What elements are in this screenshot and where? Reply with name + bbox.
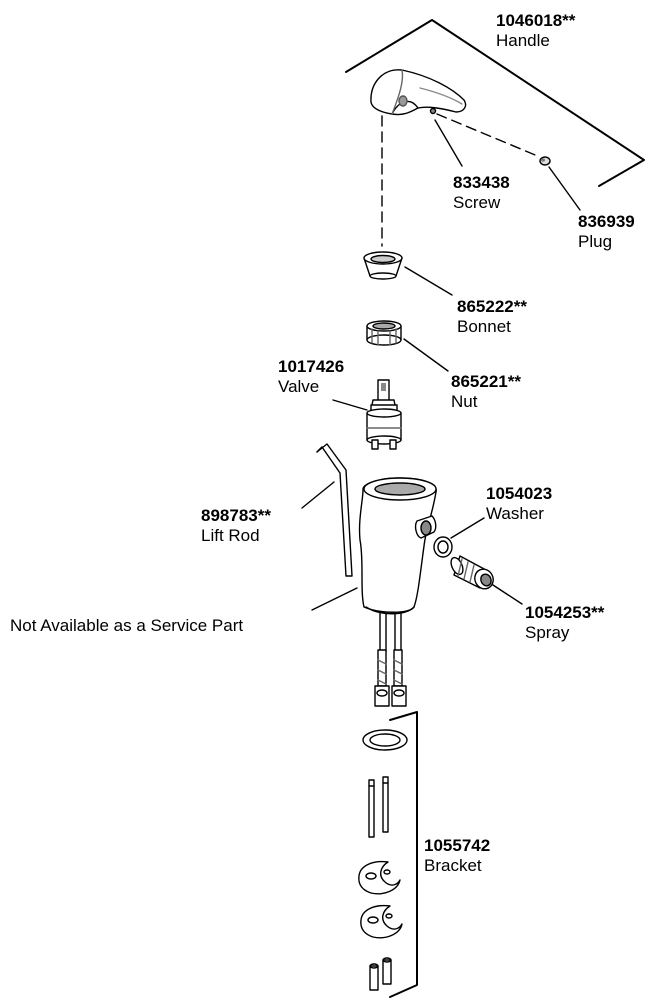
nut-leader — [403, 338, 449, 372]
part-name: Nut — [451, 392, 478, 411]
part-number: 1046018** — [496, 11, 576, 30]
valve-drawing — [366, 379, 402, 450]
bonnet-drawing — [363, 251, 403, 280]
bracket-studs-drawing — [368, 776, 389, 838]
part-number: 898783** — [201, 506, 271, 525]
washer-drawing — [433, 536, 453, 558]
label-bonnet: 865222** Bonnet — [457, 297, 527, 337]
bracket-spacers-drawing — [369, 957, 392, 991]
plug-leader — [548, 166, 581, 211]
label-handle: 1046018** Handle — [496, 11, 575, 51]
handle-drawing — [370, 69, 467, 116]
part-number: 836939 — [578, 212, 635, 231]
part-name: Bracket — [424, 856, 482, 875]
bracket-plates-drawing — [358, 860, 403, 939]
part-name: Plug — [578, 232, 613, 251]
part-name: Lift Rod — [201, 526, 260, 545]
lift-rod-drawing — [316, 443, 353, 577]
nut-drawing — [366, 320, 402, 346]
bracket-group-bracket — [389, 711, 418, 998]
faucet-body-drawing — [358, 477, 437, 615]
washer-leader — [450, 517, 485, 539]
part-number: 865221** — [451, 372, 521, 391]
screw-drawing — [429, 107, 437, 115]
spray-drawing — [450, 555, 494, 590]
label-valve: 1017426 Valve — [278, 357, 344, 397]
part-number: 833438 — [453, 173, 510, 192]
body-note-leader — [311, 587, 358, 611]
label-lift-rod: 898783** Lift Rod — [201, 506, 271, 546]
screw-leader — [434, 119, 463, 167]
part-name: Screw — [453, 193, 501, 212]
part-name: Spray — [525, 623, 570, 642]
part-number: 1054023 — [486, 484, 553, 503]
valve-leader — [332, 399, 368, 411]
screw-plug-axis-line — [436, 113, 541, 158]
part-number: 1055742 — [424, 836, 491, 855]
part-name: Handle — [496, 31, 550, 50]
lift-rod-leader — [301, 481, 335, 509]
label-bracket: 1055742 Bracket — [424, 836, 490, 876]
part-name: Washer — [486, 504, 544, 523]
part-name: Bonnet — [457, 317, 511, 336]
body-note: Not Available as a Service Part — [10, 616, 244, 635]
bonnet-leader — [404, 266, 453, 296]
handle-group-bracket — [345, 19, 645, 187]
label-washer: 1054023 Washer — [486, 484, 552, 524]
plug-drawing — [539, 156, 551, 166]
part-name: Valve — [278, 377, 320, 396]
bracket-gasket-drawing — [362, 729, 408, 751]
part-number: 1054253** — [525, 603, 605, 622]
part-number: 865222** — [457, 297, 527, 316]
label-screw: 833438 Screw — [453, 173, 510, 213]
supply-tubes-drawing — [374, 611, 407, 707]
part-number: 1017426 — [278, 357, 345, 376]
label-nut: 865221** Nut — [451, 372, 521, 412]
spray-leader — [492, 584, 523, 605]
label-spray: 1054253** Spray — [525, 603, 604, 643]
label-plug: 836939 Plug — [578, 212, 635, 252]
